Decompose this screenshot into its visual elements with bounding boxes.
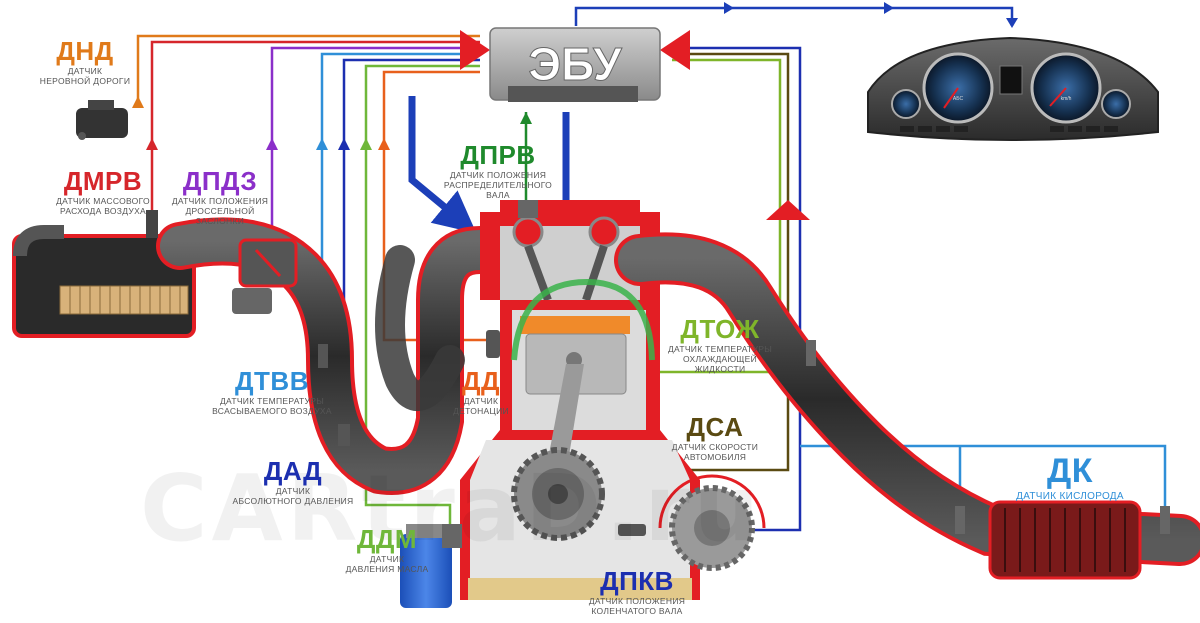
dprv-abbr: ДПРВ	[438, 142, 558, 168]
gauge-label-left: АБС	[953, 96, 964, 102]
gauge-label-right: km/h	[1061, 96, 1072, 102]
label-dnd: ДНД ДАТЧИК НЕРОВНОЙ ДОРОГИ	[30, 38, 140, 87]
dnd-desc2: НЕРОВНОЙ ДОРОГИ	[30, 77, 140, 87]
dtvv-abbr: ДТВВ	[212, 368, 332, 394]
dnd-sensor-device	[76, 100, 128, 140]
ecu-inlet-right-arrow	[660, 30, 690, 70]
dd-desc2: ДЕТОНАЦИИ	[446, 407, 516, 417]
intake-tube	[146, 210, 480, 471]
wire-ecu-dashboard	[576, 8, 1012, 26]
dpkv-abbr: ДПКВ	[572, 568, 702, 594]
label-dtozh: ДТОЖ ДАТЧИК ТЕМПЕРАТУРЫ ОХЛАЖДАЮЩЕЙ ЖИДК…	[660, 316, 780, 374]
dmrv-desc2: РАСХОДА ВОЗДУХА	[38, 207, 168, 217]
dpdz-abbr: ДПДЗ	[160, 168, 280, 194]
dd-abbr: ДД	[446, 368, 516, 394]
dprv-desc2: РАСПРЕДЕЛИТЕЛЬНОГО ВАЛА	[438, 181, 558, 201]
dashboard: АБС km/h	[868, 38, 1158, 140]
small-gauge	[892, 90, 920, 118]
dtozh-abbr: ДТОЖ	[660, 316, 780, 342]
dad-desc2: АБСОЛЮТНОГО ДАВЛЕНИЯ	[228, 497, 358, 507]
wire-dnd	[138, 36, 480, 100]
label-dd: ДД ДАТЧИК ДЕТОНАЦИИ	[446, 368, 516, 417]
dtozh-desc2: ОХЛАЖДАЮЩЕЙ ЖИДКОСТИ	[660, 355, 780, 375]
dmrv-abbr: ДМРВ	[38, 168, 168, 194]
dpkv-desc2: КОЛЕНЧАТОГО ВАЛА	[572, 607, 702, 617]
dsa-abbr: ДСА	[660, 414, 770, 440]
ecu-label: ЭБУ	[528, 38, 623, 90]
dnd-abbr: ДНД	[30, 38, 140, 64]
ddm-desc2: ДАВЛЕНИЯ МАСЛА	[344, 565, 430, 575]
label-dad: ДАД ДАТЧИК АБСОЛЮТНОГО ДАВЛЕНИЯ	[228, 458, 358, 507]
dtvv-desc2: ВСАСЫВАЕМОГО ВОЗДУХА	[212, 407, 332, 417]
label-dsa: ДСА ДАТЧИК СКОРОСТИ АВТОМОБИЛЯ	[660, 414, 770, 463]
label-dtvv: ДТВВ ДАТЧИК ТЕМПЕРАТУРЫ ВСАСЫВАЕМОГО ВОЗ…	[212, 368, 332, 417]
dad-abbr: ДАД	[228, 458, 358, 484]
label-ddm: ДДМ ДАТЧИК ДАВЛЕНИЯ МАСЛА	[344, 526, 430, 575]
dk-abbr: ДК	[1000, 454, 1140, 488]
label-dpdz: ДПДЗ ДАТЧИК ПОЛОЖЕНИЯ ДРОССЕЛЬНОЙ ЗАСЛОН…	[160, 168, 280, 226]
dpdz-desc2: ДРОССЕЛЬНОЙ ЗАСЛОНКИ	[160, 207, 280, 227]
small-gauge-right	[1102, 90, 1130, 118]
dsa-desc2: АВТОМОБИЛЯ	[660, 453, 770, 463]
ddm-abbr: ДДМ	[344, 526, 430, 552]
label-dmrv: ДМРВ ДАТЧИК МАССОВОГО РАСХОДА ВОЗДУХА	[38, 168, 168, 217]
dk-desc1: ДАТЧИК КИСЛОРОДА	[1000, 491, 1140, 503]
feedback-red-arrow	[766, 200, 810, 220]
ecu-unit: ЭБУ	[490, 28, 660, 102]
label-dpkv: ДПКВ ДАТЧИК ПОЛОЖЕНИЯ КОЛЕНЧАТОГО ВАЛА	[572, 568, 702, 617]
label-dprv: ДПРВ ДАТЧИК ПОЛОЖЕНИЯ РАСПРЕДЕЛИТЕЛЬНОГО…	[438, 142, 558, 200]
label-dk: ДК ДАТЧИК КИСЛОРОДА	[1000, 454, 1140, 503]
